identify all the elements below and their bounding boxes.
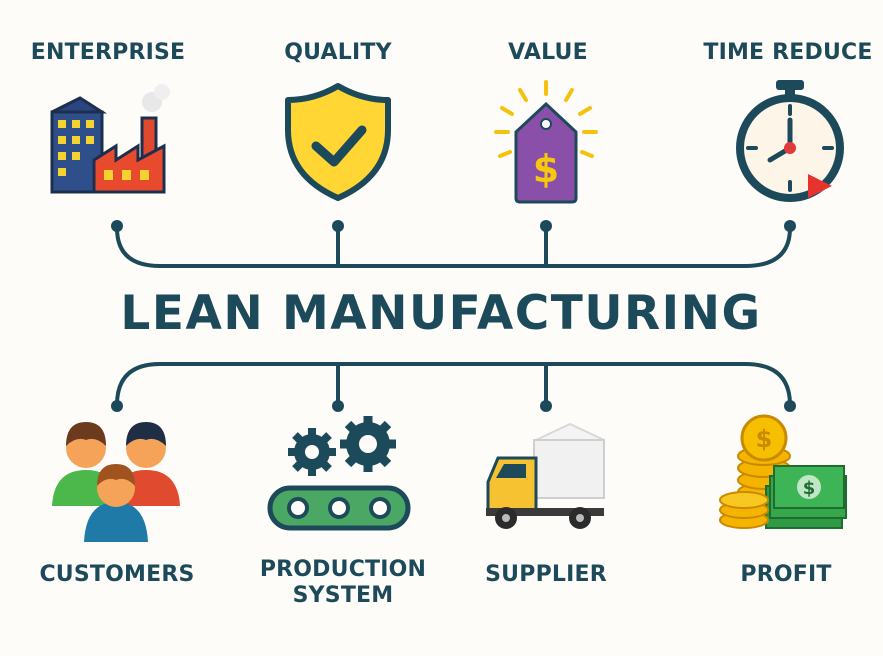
- label-supplier: SUPPLIER: [485, 562, 607, 587]
- gears-conveyor-icon: [267, 416, 411, 531]
- svg-text:$: $: [756, 425, 773, 453]
- label-production-line1: PRODUCTION: [259, 557, 427, 582]
- top-connector: [115, 226, 792, 268]
- label-time-reduce: TIME REDUCE: [703, 40, 873, 65]
- price-tag-dollar-icon: $: [494, 80, 598, 204]
- label-production-line2: SYSTEM: [292, 583, 394, 608]
- label-enterprise: ENTERPRISE: [30, 40, 186, 65]
- svg-text:$: $: [803, 478, 816, 499]
- coins-cash-icon: $ $: [719, 414, 847, 529]
- shield-check-icon: [285, 83, 391, 201]
- label-customers: CUSTOMERS: [39, 562, 195, 587]
- label-profit: PROFIT: [740, 562, 832, 587]
- factory-building-icon: [50, 84, 170, 194]
- label-quality: QUALITY: [284, 40, 392, 65]
- svg-text:$: $: [533, 147, 559, 191]
- people-group-icon: [52, 422, 180, 542]
- bottom-connector: [115, 362, 792, 407]
- stopwatch-icon: [736, 80, 844, 202]
- delivery-truck-icon: [486, 422, 605, 529]
- label-value: VALUE: [508, 40, 588, 65]
- diagram-title: LEAN MANUFACTURING: [120, 286, 762, 341]
